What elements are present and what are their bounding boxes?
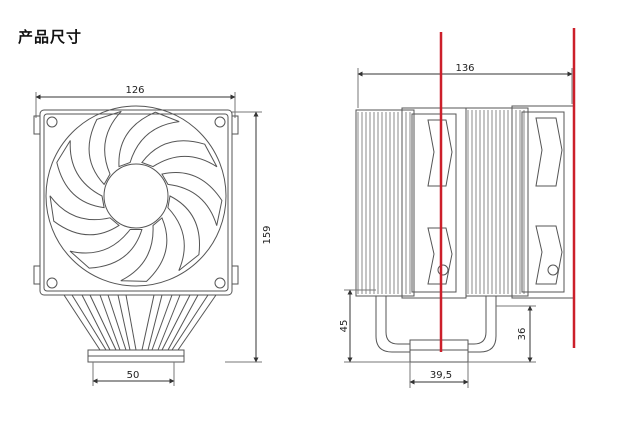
- fin-stack-right-outline: [465, 107, 529, 297]
- side-base-dimension: 39,5: [409, 362, 469, 388]
- side-heatpipe-left-inner: [385, 296, 410, 345]
- fan-blade: [69, 229, 143, 269]
- heatpipe-edge: [177, 294, 217, 351]
- side-fan-right-inner: [521, 111, 565, 293]
- heatpipe-edge: [157, 294, 181, 351]
- side-fan-right-blade-bottom: [535, 225, 563, 285]
- side-base-block: [409, 339, 469, 363]
- side-fan-left-inner: [411, 113, 457, 293]
- fan-blade: [120, 217, 168, 282]
- fan-clip-top-right: [231, 115, 239, 135]
- front-width-label: 126: [125, 85, 144, 96]
- fan-blade: [161, 172, 223, 226]
- heatpipe-edge: [71, 294, 107, 351]
- fin-stack-right: [467, 110, 525, 294]
- fan-blades: [49, 110, 223, 282]
- front-heatpipes: [63, 294, 217, 351]
- heatpipe: [141, 294, 155, 351]
- fan-blade: [118, 111, 180, 168]
- heatpipe: [151, 294, 173, 351]
- fan-ring: [45, 105, 227, 287]
- side-fan-left-screw: [437, 264, 449, 276]
- fan-hub: [103, 163, 169, 229]
- side-fan-right: [511, 105, 575, 299]
- heatpipe: [99, 294, 121, 351]
- fan-blade: [167, 195, 201, 271]
- heatpipe-edge: [125, 294, 137, 351]
- front-height-label: 159: [262, 225, 273, 244]
- side-fan-left-blade-top: [427, 119, 453, 187]
- side-fan-left-blade-bottom: [427, 227, 453, 285]
- side-left-height-label: 45: [339, 320, 350, 333]
- fan-blade: [49, 195, 120, 236]
- screw-hole: [46, 277, 58, 289]
- front-view: 126 159: [33, 85, 273, 386]
- fan-clip-top-left: [33, 115, 41, 135]
- side-fan-right-screw: [547, 264, 559, 276]
- fan-blade: [56, 140, 105, 209]
- heatpipe-edge: [167, 294, 199, 351]
- fan-blade: [88, 110, 122, 186]
- side-fan-right-blade-top: [535, 117, 563, 187]
- heatpipe-edge: [107, 294, 127, 351]
- fan-clip-bottom-right: [231, 265, 239, 285]
- front-width-dimension: 126: [35, 85, 236, 118]
- heatpipe-edge: [147, 294, 163, 351]
- side-base-label: 39,5: [430, 370, 452, 381]
- side-right-height-label: 36: [517, 328, 528, 341]
- heatpipe: [171, 294, 209, 351]
- side-depth-dimension: 136: [357, 63, 573, 108]
- side-heatpipe-left: [375, 296, 410, 353]
- fan-frame-inner: [43, 113, 229, 292]
- heatpipe: [117, 294, 131, 351]
- fan-frame: [39, 109, 233, 296]
- fin-stack-left-outline: [355, 109, 415, 297]
- fan-blade: [141, 140, 218, 168]
- side-left-height-dimension: 45: [339, 289, 410, 363]
- screw-hole: [214, 116, 226, 128]
- side-fan-left: [401, 107, 467, 299]
- front-base-dimension: 50: [92, 362, 175, 386]
- fan-clip-bottom-left: [33, 265, 41, 285]
- side-heatpipe-right-inner: [468, 296, 487, 345]
- front-base-label: 50: [127, 370, 140, 381]
- screw-hole: [214, 277, 226, 289]
- front-height-dimension: 159: [225, 111, 273, 363]
- page-title: 产品尺寸: [18, 28, 83, 46]
- heatpipe-edge: [89, 294, 117, 351]
- heatpipe: [161, 294, 191, 351]
- screw-hole: [46, 116, 58, 128]
- heatpipe: [63, 294, 101, 351]
- side-right-height-dimension: 36: [468, 305, 536, 363]
- heatpipe: [81, 294, 111, 351]
- side-view: 136: [339, 63, 575, 388]
- side-depth-label: 136: [455, 63, 474, 74]
- side-heatpipe-right: [468, 296, 497, 353]
